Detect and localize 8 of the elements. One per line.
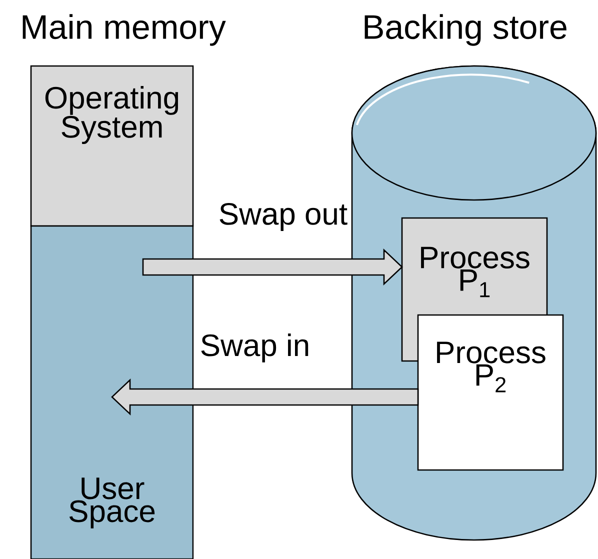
- edge-label: Swap out: [217, 202, 349, 232]
- block-arrow: [142, 248, 403, 286]
- block-arrow: [111, 378, 419, 416]
- process-box: Process P$_{2}$: [417, 314, 564, 471]
- memory-region: Operating System: [30, 65, 194, 227]
- memory-region: User Space: [30, 225, 194, 559]
- edge-label: Swap in: [198, 332, 312, 364]
- heading: Backing store: [364, 14, 566, 46]
